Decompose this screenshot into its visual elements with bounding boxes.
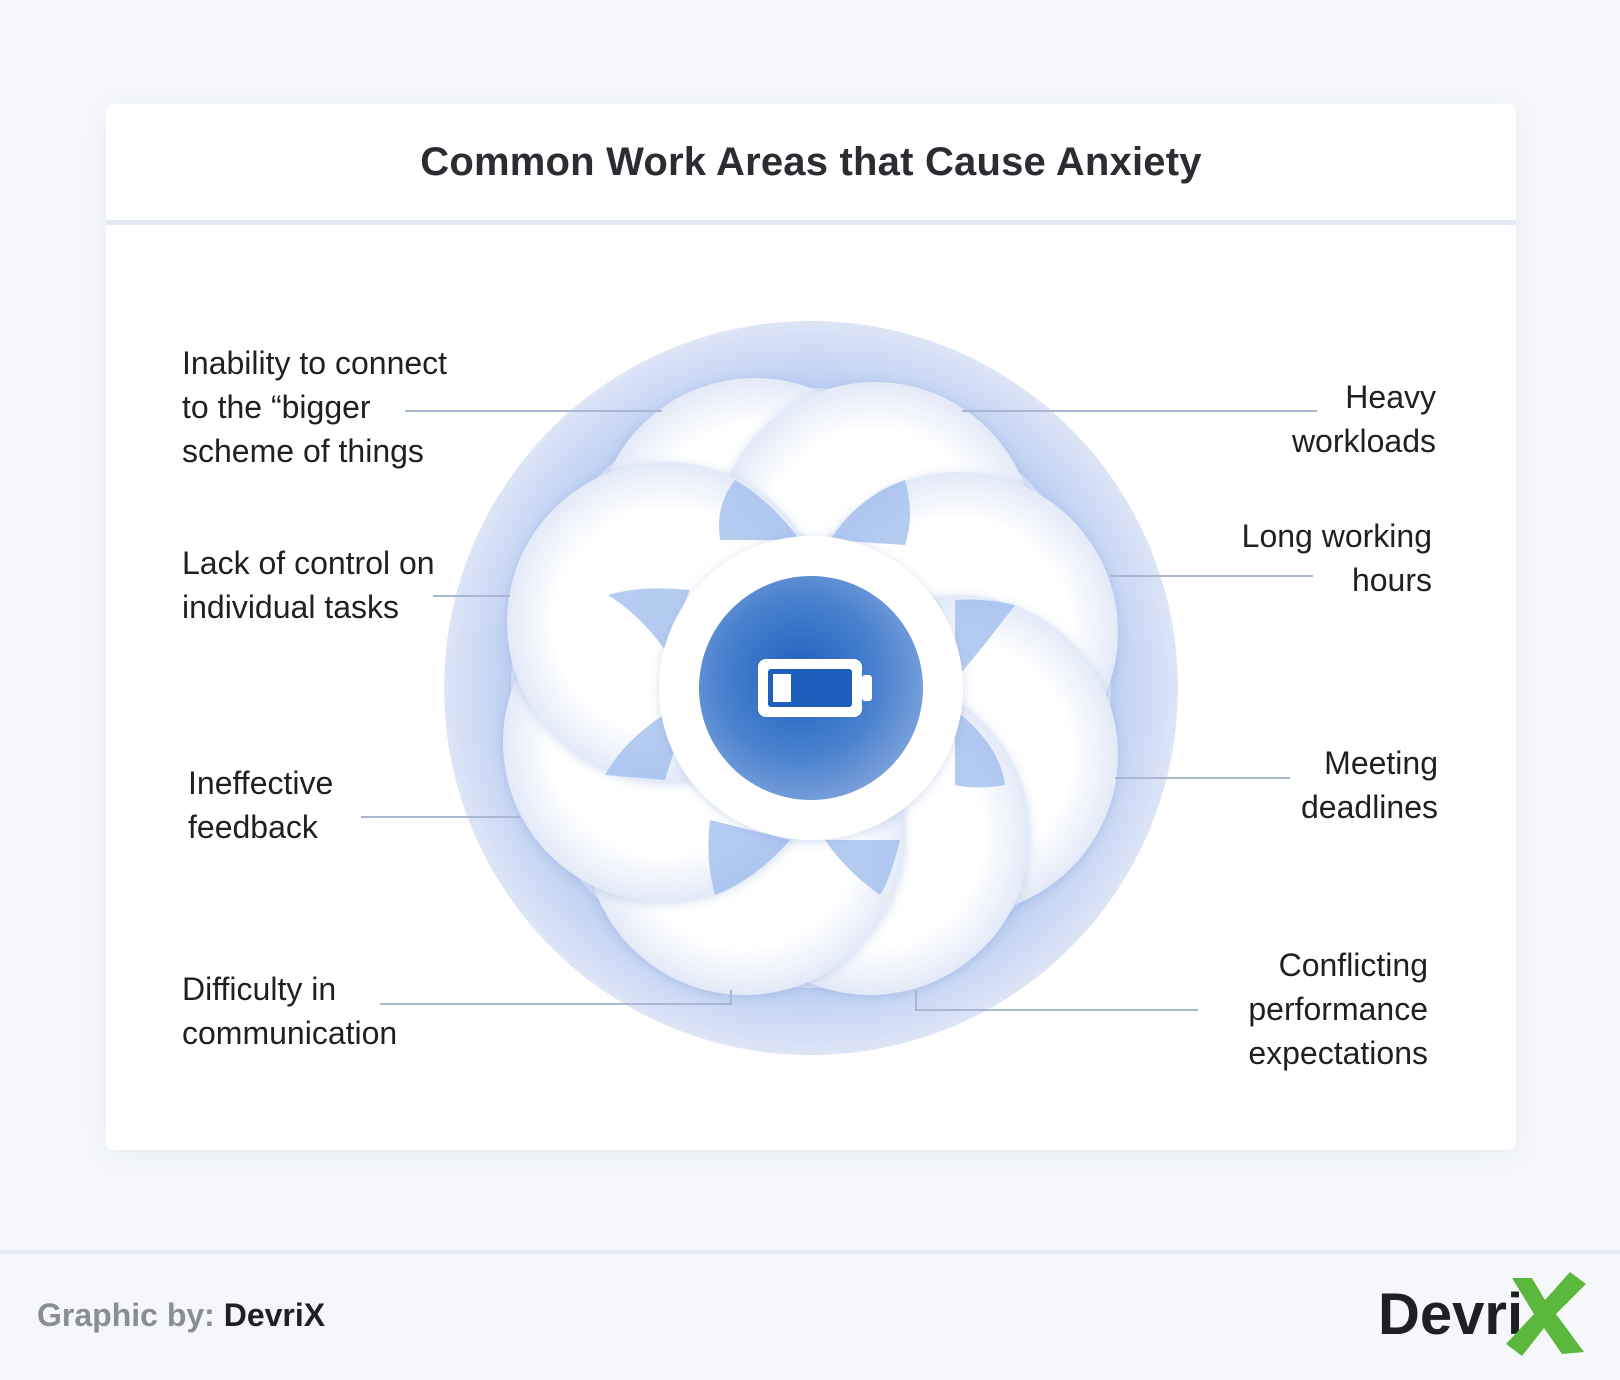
credit-name: DevriX [223, 1297, 326, 1333]
battery-low-icon [758, 659, 872, 717]
devrix-logo: Devri [1370, 1270, 1590, 1360]
card-header: Common Work Areas that Cause Anxiety [106, 104, 1516, 225]
page-title: Common Work Areas that Cause Anxiety [420, 139, 1202, 184]
connector-right-4 [915, 990, 1198, 1011]
connector-left-4 [380, 990, 732, 1005]
connector-lines [361, 410, 1317, 1011]
graphic-credit: Graphic by: DevriX [37, 1293, 325, 1337]
logo-text: Devri [1378, 1282, 1524, 1347]
logo-x-icon [1506, 1272, 1586, 1356]
footer-divider [0, 1250, 1620, 1254]
credit-label: Graphic by: [37, 1297, 215, 1333]
